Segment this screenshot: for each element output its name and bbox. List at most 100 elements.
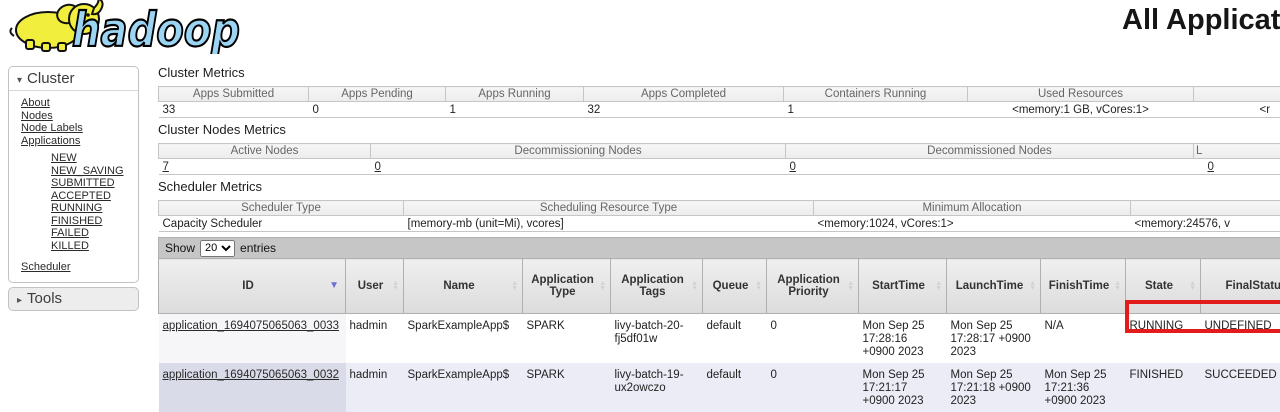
sidebar-item-nodes[interactable]: Nodes [21,110,53,122]
sidebar-item-scheduler[interactable]: Scheduler [21,261,71,273]
launchtime-cell: Mon Sep 25 17:21:18 +0900 2023 [947,363,1041,412]
col-lost-nodes-clipped: L [1194,144,1280,159]
minimum-allocation-value: <memory:1024, vCores:1> [814,216,1131,232]
cluster-nodes-metrics-table: Active Nodes Decommissioning Nodes Decom… [158,143,1280,175]
col-user[interactable]: User▲▼ [346,259,404,314]
col-name[interactable]: Name▲▼ [404,259,523,314]
apps-running-value: 1 [446,102,584,118]
application-row: application_1694075065063_0033 hadmin Sp… [159,314,1280,363]
tools-accordion-header[interactable]: ▸ Tools [8,287,139,311]
application-id-link[interactable]: application_1694075065063_0032 [163,369,340,381]
starttime-cell: Mon Sep 25 17:21:17 +0900 2023 [859,363,947,412]
page-size-select[interactable]: 20 [200,240,235,257]
chevron-right-icon: ▸ [17,295,22,306]
sidebar-item-running[interactable]: RUNNING [51,202,102,214]
entries-label: entries [240,241,276,255]
launchtime-cell: Mon Sep 25 17:28:17 +0900 2023 [947,314,1041,363]
maximum-allocation-value: <memory:24576, v [1131,216,1280,232]
col-application-type[interactable]: Application Type▲▼ [523,259,611,314]
sort-both-icon: ▲▼ [1114,281,1121,291]
col-state[interactable]: State▲▼ [1126,259,1201,314]
scheduler-metrics-table: Scheduler Type Scheduling Resource Type … [158,200,1280,232]
sort-both-icon: ▲▼ [511,281,518,291]
sidebar-item-submitted[interactable]: SUBMITTED [51,177,115,189]
sidebar-item-new-saving[interactable]: NEW_SAVING [51,165,124,177]
type-cell: SPARK [523,363,611,412]
decommissioning-nodes-link[interactable]: 0 [375,161,381,173]
apps-completed-value: 32 [584,102,784,118]
used-resources-value: <memory:1 GB, vCores:1> [968,102,1194,118]
priority-cell: 0 [767,314,859,363]
col-minimum-allocation: Minimum Allocation [814,201,1131,216]
sidebar-item-accepted[interactable]: ACCEPTED [51,190,111,202]
user-cell: hadmin [346,363,404,412]
col-apps-submitted: Apps Submitted [159,87,309,102]
state-cell: FINISHED [1126,363,1201,412]
active-nodes-link[interactable]: 7 [163,161,169,173]
priority-cell: 0 [767,363,859,412]
chevron-down-icon: ▾ [17,75,22,86]
sidebar-item-killed[interactable]: KILLED [51,240,89,252]
apps-pending-value: 0 [309,102,446,118]
col-launchtime[interactable]: LaunchTime▲▼ [947,259,1041,314]
sidebar-item-finished[interactable]: FINISHED [51,215,102,227]
col-used-resources: Used Resources [968,87,1194,102]
logo-wordmark: hadoop [72,3,240,54]
col-maximum-allocation-clipped [1131,201,1280,216]
col-apps-running: Apps Running [446,87,584,102]
decommissioned-nodes-link[interactable]: 0 [790,161,796,173]
sidebar: ▾ Cluster About Nodes Node Labels Applica… [8,66,139,311]
sidebar-item-node-labels[interactable]: Node Labels [21,122,83,134]
col-scheduler-type: Scheduler Type [159,201,404,216]
col-active-nodes: Active Nodes [159,144,371,159]
tools-header-label: Tools [27,290,62,307]
sort-desc-icon: ▼ [329,281,339,291]
col-containers-running: Containers Running [784,87,968,102]
sort-both-icon: ▲▼ [691,281,698,291]
col-decommissioned-nodes: Decommissioned Nodes [786,144,1194,159]
sidebar-item-about[interactable]: About [21,97,50,109]
col-decommissioning-nodes: Decommissioning Nodes [371,144,786,159]
clipped-resources-value: <r [1194,102,1280,118]
queue-cell: default [703,314,767,363]
name-cell: SparkExampleApp$ [404,363,523,412]
cluster-nav-box: ▾ Cluster About Nodes Node Labels Applica… [8,66,139,283]
col-id[interactable]: ID▼ [159,259,346,314]
col-finalstatus[interactable]: FinalStatus▲▼ [1201,259,1280,314]
col-application-priority[interactable]: Application Priority▲▼ [767,259,859,314]
cluster-metrics-table: Apps Submitted Apps Pending Apps Running… [158,86,1280,118]
tags-cell: livy-batch-20-fj5df01w [611,314,703,363]
finishtime-cell: N/A [1041,314,1126,363]
sidebar-item-applications[interactable]: Applications [21,135,80,147]
finishtime-cell: Mon Sep 25 17:21:36 +0900 2023 [1041,363,1126,412]
hadoop-logo-image: hadoop [6,0,244,54]
applications-table: ID▼ User▲▼ Name▲▼ Application Type▲▼ App… [158,258,1280,412]
col-queue[interactable]: Queue▲▼ [703,259,767,314]
sidebar-item-new[interactable]: NEW [51,152,77,164]
finalstatus-cell: SUCCEEDED [1201,363,1280,412]
lost-nodes-link[interactable]: 0 [1208,161,1214,173]
sort-both-icon: ▲▼ [847,281,854,291]
sort-both-icon: ▲▼ [392,281,399,291]
col-application-tags[interactable]: Application Tags▲▼ [611,259,703,314]
cluster-accordion-header[interactable]: ▾ Cluster [9,67,138,91]
col-apps-pending: Apps Pending [309,87,446,102]
cluster-header-label: Cluster [27,70,75,87]
tags-cell: livy-batch-19-ux2owczo [611,363,703,412]
main-content: Cluster Metrics Apps Submitted Apps Pend… [158,60,1280,412]
sort-both-icon: ▲▼ [1029,281,1036,291]
col-starttime[interactable]: StartTime▲▼ [859,259,947,314]
application-row: application_1694075065063_0032 hadmin Sp… [159,363,1280,412]
application-id-link[interactable]: application_1694075065063_0033 [163,320,340,332]
queue-cell: default [703,363,767,412]
col-finishtime[interactable]: FinishTime▲▼ [1041,259,1126,314]
user-cell: hadmin [346,314,404,363]
cluster-metrics-title: Cluster Metrics [158,65,1280,80]
starttime-cell: Mon Sep 25 17:28:16 +0900 2023 [859,314,947,363]
sort-both-icon: ▲▼ [1189,281,1196,291]
sidebar-item-failed[interactable]: FAILED [51,227,89,239]
name-cell: SparkExampleApp$ [404,314,523,363]
sort-both-icon: ▲▼ [935,281,942,291]
apps-submitted-value: 33 [159,102,309,118]
page-title: All Applications [1122,4,1280,37]
